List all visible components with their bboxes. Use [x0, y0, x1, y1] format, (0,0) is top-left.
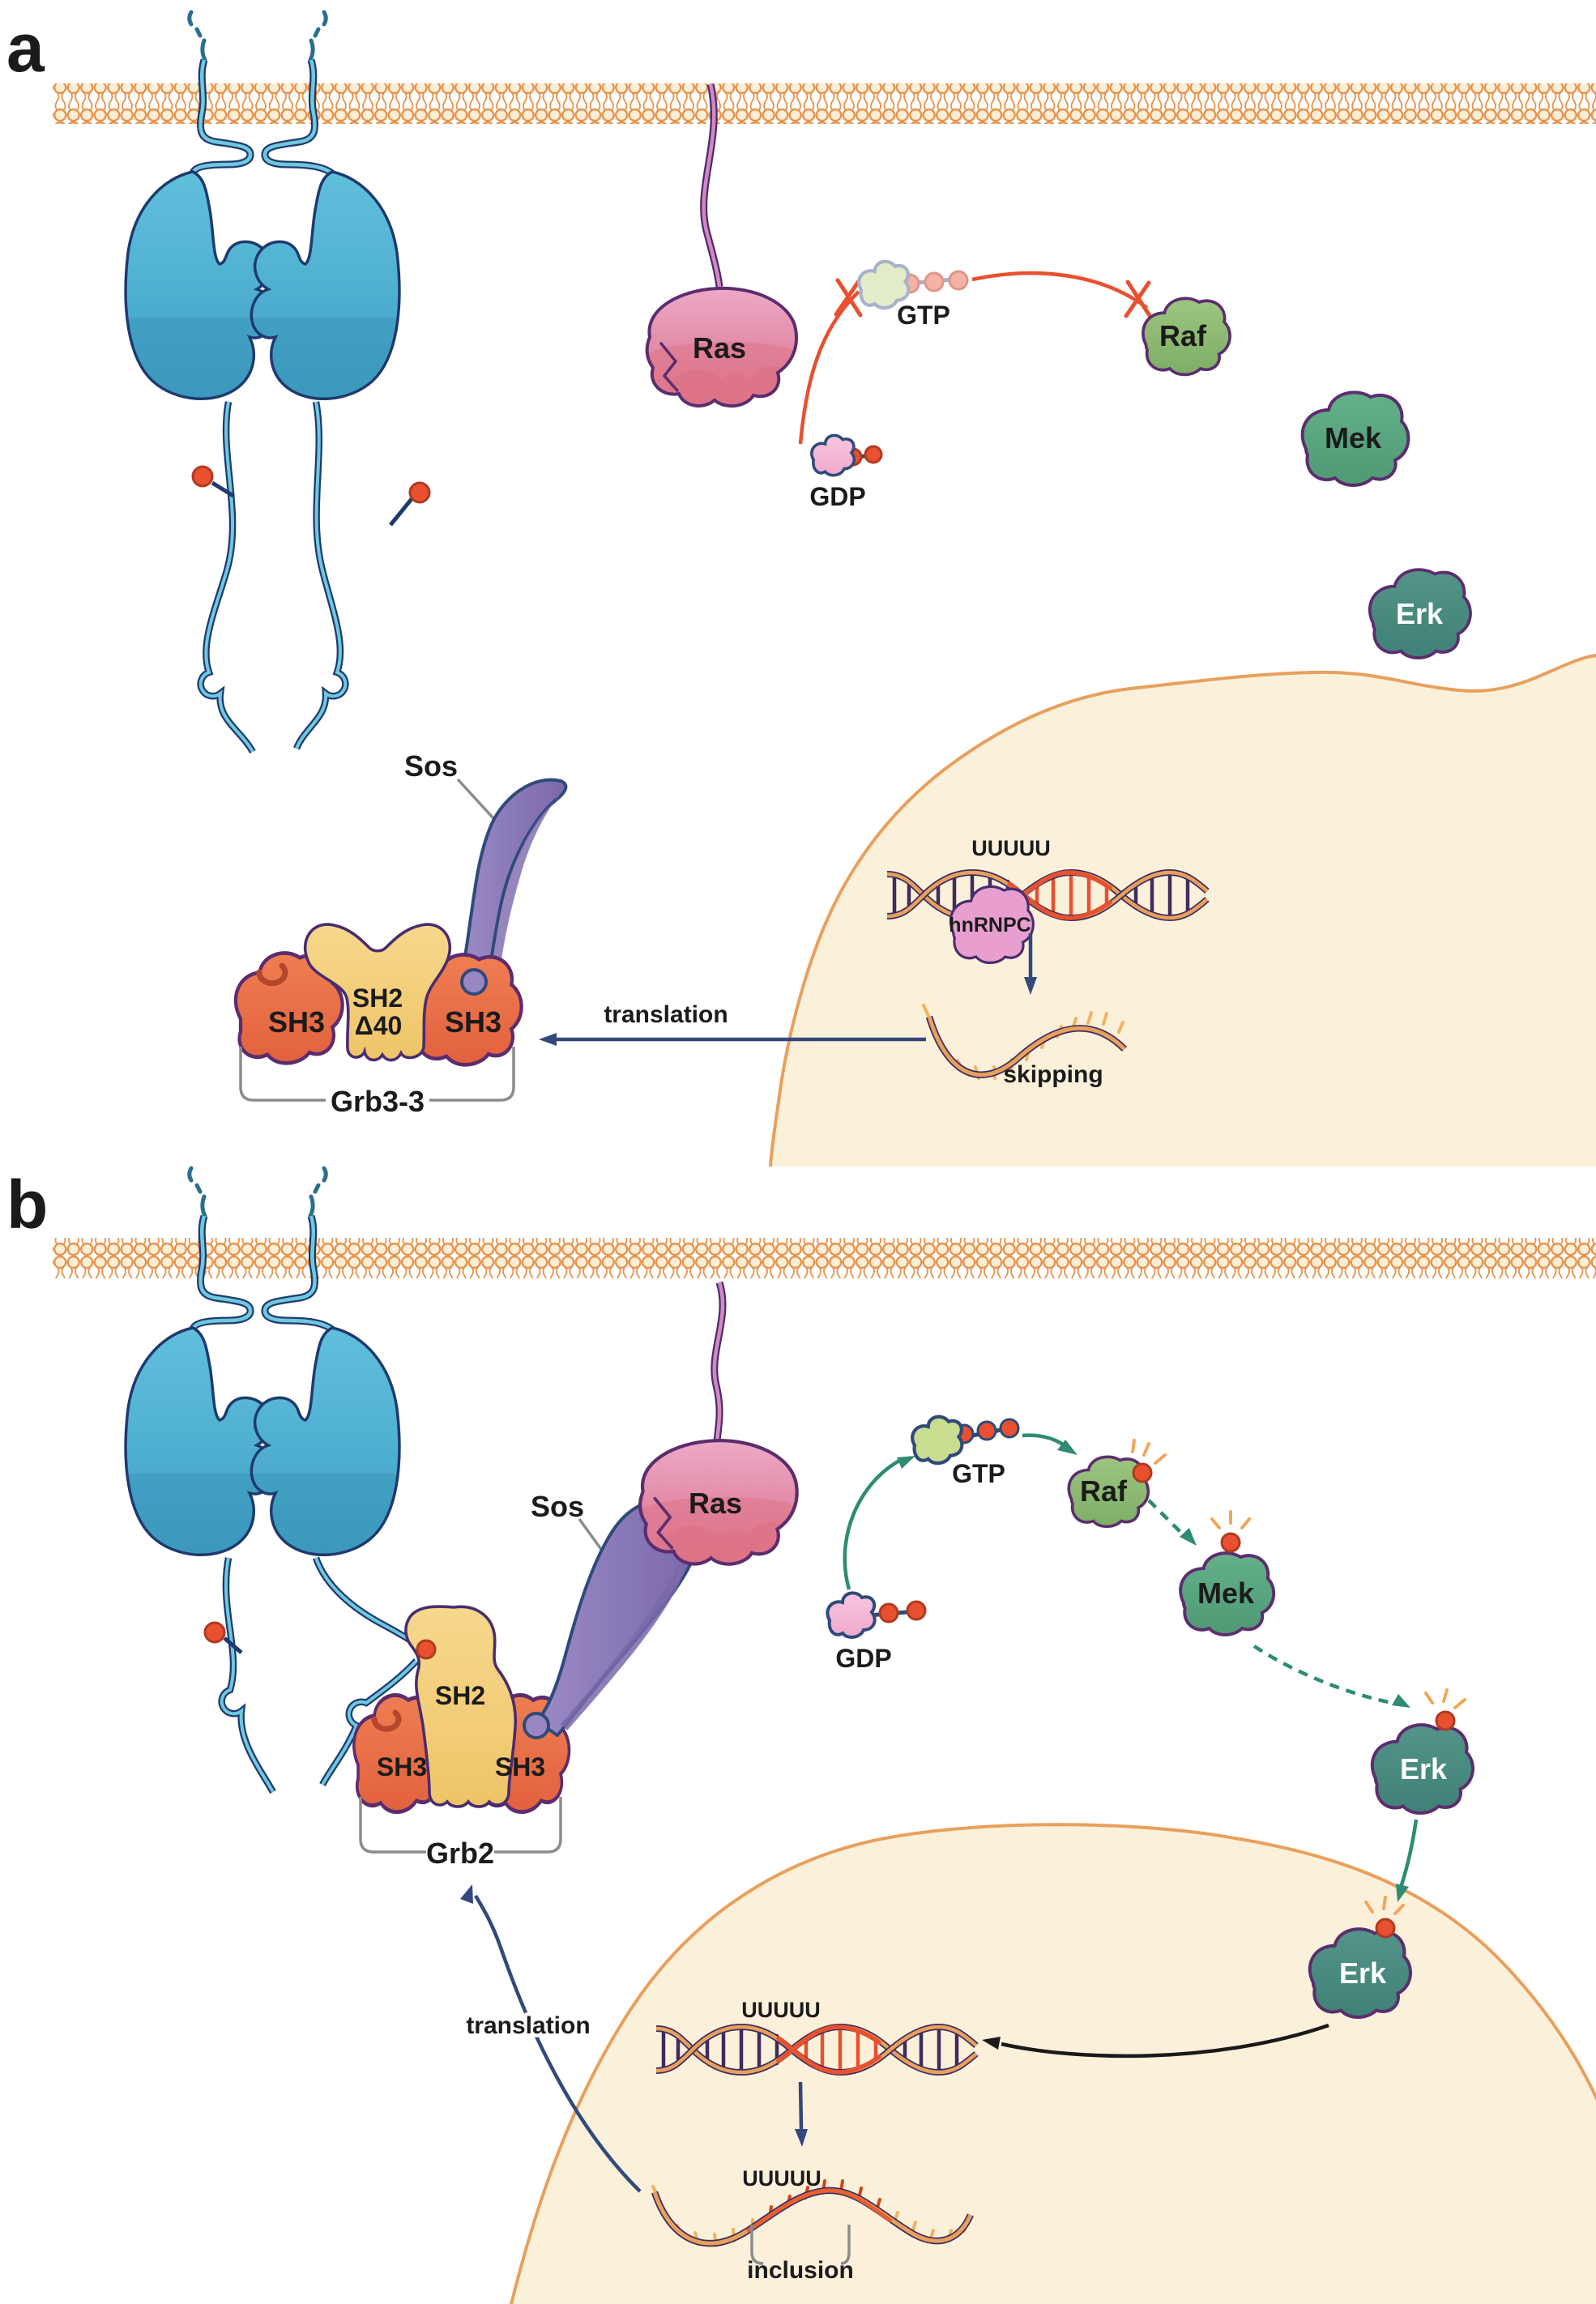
erk-a-label: Erk: [1396, 597, 1444, 630]
inhibited-arrow-gtp-raf: [971, 271, 1153, 319]
activation-arrow-raf-mek: [1147, 1499, 1197, 1546]
inclusion-label: inclusion: [747, 2257, 854, 2284]
receptor-tail-right-b: [312, 1556, 420, 1787]
ras-a-label: Ras: [693, 331, 746, 365]
translation-arrow-a: [539, 1033, 926, 1046]
erk-to-mrna-arrow: [982, 2023, 1329, 2059]
raf-b-label: Raf: [1080, 1474, 1128, 1508]
receptor-dimer-b: [113, 1168, 413, 1571]
gtp-a-label: GTP: [897, 301, 950, 330]
grb2-bracket: [359, 1797, 562, 1854]
ras-b-label: Ras: [689, 1487, 742, 1520]
activation-arrow-mek-erk: [1252, 1645, 1410, 1708]
sos-binding-knob-a: [460, 968, 488, 996]
inhibited-arrow-gdp-gtp: [798, 278, 863, 445]
activation-arrow-gdp-gtp: [843, 1456, 915, 1590]
nuclear-envelope-a: [769, 654, 1596, 1167]
panel-a-letter: a: [6, 10, 45, 86]
panel-b-letter: b: [6, 1167, 48, 1243]
phospho-bound-to-sh2: [416, 1639, 437, 1660]
phospho-erk-b-nuclear: [1364, 1896, 1405, 1939]
sos-a: [456, 778, 568, 986]
nucleus-b: [511, 1824, 1596, 2304]
plasma-membrane-b: [53, 1238, 1596, 1278]
grb2-complex: SH2 SH3 SH3 Grb2: [354, 1605, 570, 1870]
ras-anchor-b: [711, 1281, 727, 1443]
nuclear-import-arrow: [1396, 1819, 1419, 1902]
gdp-a-label: GDP: [809, 482, 865, 511]
ras-b: [638, 1440, 797, 1572]
sh3-fold-mark-icon: [256, 962, 288, 987]
phospho-site-left-a: [191, 465, 214, 488]
mek-b-label: Mek: [1197, 1577, 1255, 1610]
grb3-3-bracket: [239, 1047, 515, 1102]
nuclear-envelope-b: [509, 1823, 1596, 2304]
sh3-right-a-label: SH3: [445, 1005, 501, 1039]
gtp-a: [859, 262, 969, 308]
sos-binding-knob-b: [523, 1712, 550, 1739]
inhibition-x-icon: [1124, 279, 1153, 319]
receptor-tail-left-b: [218, 1557, 276, 1794]
sh3-fold-mark-icon: [371, 1709, 402, 1732]
nucleus-a: [770, 655, 1596, 1167]
erk-b-nuclear-label: Erk: [1339, 1956, 1387, 1990]
splicing-arrow-b: [795, 2081, 808, 2147]
translation-arrow-b: [460, 1884, 642, 2193]
sh3-left-a-label: SH3: [268, 1005, 325, 1039]
splicing-arrow-a: [1024, 933, 1037, 995]
polyu-b-premrna-label: UUUUU: [741, 1998, 821, 2022]
grb3-3-label: Grb3-3: [331, 1085, 425, 1118]
phospho-site-right-a: [408, 481, 431, 504]
raf-a-label: Raf: [1159, 319, 1207, 352]
sos-b-label: Sos: [531, 1490, 584, 1523]
hnrnpc-label: hnRNPC: [949, 914, 1031, 937]
gtp-b-label: GTP: [952, 1459, 1005, 1488]
phospho-mek-b: [1210, 1510, 1251, 1553]
polyu-a-label: UUUUU: [971, 836, 1051, 860]
mrna-exon-overlay: [745, 2188, 893, 2234]
polyu-b-mrna-label: UUUUU: [742, 2166, 821, 2191]
grb2-label: Grb2: [426, 1837, 494, 1870]
gdp-a: [810, 433, 883, 477]
phospho-raf-b: [1131, 1439, 1167, 1483]
erk-b-cyto-label: Erk: [1400, 1752, 1448, 1786]
sh3-right-b-label: SH3: [495, 1752, 545, 1781]
ras-anchor-a: [700, 83, 723, 288]
mek-a-label: Mek: [1325, 421, 1382, 454]
sh3-left-b-label: SH3: [377, 1752, 427, 1781]
grb3-3-complex: SH2 Δ40 SH3 SH3 Grb3-3: [236, 778, 568, 1118]
sh2-a-label: SH2: [352, 983, 403, 1013]
sos-a-label: Sos: [404, 749, 458, 783]
inclusion-bracket: [750, 2225, 851, 2265]
receptor-dimer-a: [113, 12, 413, 415]
mrna-skipping: [922, 1004, 1128, 1080]
sh2-d40-domain: [303, 923, 452, 1062]
d40-label: Δ40: [355, 1011, 403, 1040]
gtp-b: [912, 1417, 1020, 1463]
phospho-site-left-b: [203, 1621, 226, 1644]
receptor-tail-right-a: [293, 401, 413, 750]
phospho-erk-b-cyto: [1424, 1688, 1466, 1731]
gdp-b: [826, 1591, 927, 1639]
sh2-b-label: SH2: [435, 1681, 485, 1710]
activation-arrow-gtp-raf: [1022, 1433, 1078, 1455]
plasma-membrane-a: [53, 83, 1596, 124]
gdp-b-label: GDP: [835, 1644, 891, 1673]
inhibition-x-icon: [834, 278, 863, 318]
translation-b-label: translation: [466, 2012, 590, 2039]
skipping-label: skipping: [1003, 1061, 1103, 1088]
receptor-tail-left-a: [197, 401, 256, 754]
translation-a-label: translation: [604, 1001, 728, 1028]
